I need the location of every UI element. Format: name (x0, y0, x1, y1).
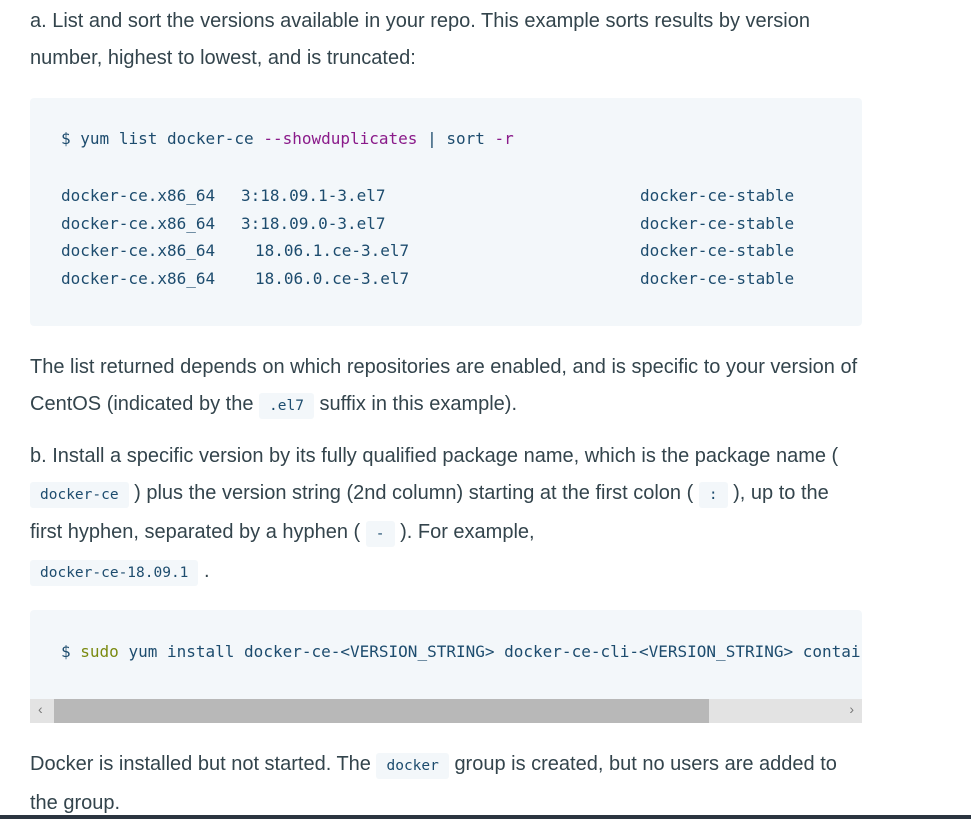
cmd2: sort (446, 129, 485, 148)
pipe: | (427, 129, 437, 148)
para-list-note: The list returned depends on which repos… (30, 349, 860, 425)
sudo: sudo (80, 642, 119, 661)
text: Docker is installed but not started. The (30, 753, 371, 775)
step-b-text: b. Install a specific version by its ful… (30, 438, 860, 592)
output-cell: 18.06.0.ce-3.el7 (255, 269, 410, 289)
output-cell: docker-ce-stable (640, 213, 795, 233)
text: The list returned depends on which repos… (30, 356, 858, 415)
output-cell: docker-ce.x86_64 (61, 269, 216, 289)
output-cell: 18.06.1.ce-3.el7 (255, 241, 410, 261)
para-installed: Docker is installed but not started. The… (30, 746, 860, 822)
text: ), up to the first hyphen, separated by … (30, 482, 829, 543)
text: ). For example, (400, 521, 535, 543)
output-cell: docker-ce-stable (640, 186, 795, 205)
inline-code: docker (376, 753, 449, 779)
scrollbar-thumb[interactable] (54, 699, 709, 723)
output-cell: 3:18.09.1-3.el7 (241, 186, 386, 205)
bottom-bar (0, 815, 971, 819)
output-cell: docker-ce-stable (640, 269, 795, 289)
prompt: $ (61, 129, 71, 148)
text: suffix in this example). (319, 393, 518, 415)
scroll-right-icon[interactable]: › (849, 701, 854, 717)
inline-code: - (365, 521, 395, 547)
command-line: $ sudo yum install docker-ce-<VERSION_ST… (61, 642, 862, 661)
horizontal-scrollbar[interactable]: ‹ › (30, 699, 862, 723)
text: group is created, but no users are added… (30, 753, 837, 814)
code-block-install: $ sudo yum install docker-ce-<VERSION_ST… (30, 610, 862, 699)
text: b. Install a specific version by its ful… (30, 445, 839, 467)
inline-code: docker-ce (30, 482, 129, 508)
flag: --showduplicates (263, 129, 418, 148)
output-cell: docker-ce.x86_64 (61, 213, 216, 233)
prompt: $ (61, 642, 71, 661)
output-cell: docker-ce-stable (640, 241, 795, 261)
command-line: $ yum list docker-ce --showduplicates | … (61, 129, 514, 148)
scroll-left-icon[interactable]: ‹ (38, 701, 43, 717)
code-block-list: $ yum list docker-ce --showduplicates | … (30, 98, 862, 326)
flag2: -r (494, 129, 514, 148)
inline-code: : (698, 482, 728, 508)
step-a-text: a. List and sort the versions available … (30, 10, 810, 69)
output-cell: 3:18.09.0-3.el7 (241, 213, 386, 233)
text: . (203, 560, 210, 582)
output-cell: docker-ce.x86_64 (61, 241, 216, 261)
output-cell: docker-ce.x86_64 (61, 186, 216, 205)
inline-code: .el7 (259, 393, 314, 419)
cmd: yum list docker-ce (80, 129, 254, 148)
cmd: yum install docker-ce-<VERSION_STRING> d… (128, 642, 862, 661)
inline-code: docker-ce-18.09.1 (30, 560, 199, 586)
text: ) plus the version string (2nd column) s… (134, 482, 694, 504)
